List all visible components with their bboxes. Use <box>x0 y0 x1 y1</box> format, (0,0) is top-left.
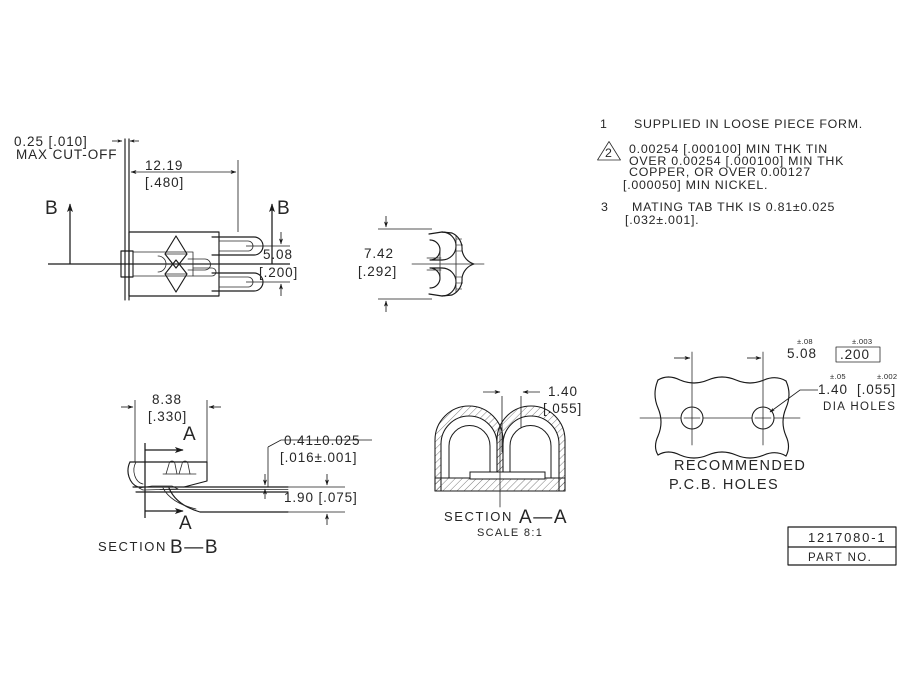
pcb-dia-mm: 1.40 <box>818 382 848 397</box>
pcb-dia-in: [.055] <box>857 382 896 397</box>
pcb-pitch-basic-dimension-box <box>835 346 881 363</box>
section-letter-b-left: B <box>45 198 59 219</box>
bb-blade-root-detail <box>138 485 179 491</box>
bb-thickness-leader <box>267 439 372 448</box>
width-dimension-mm: 5.08 <box>263 247 293 262</box>
pcb-title-line-1: RECOMMENDED <box>674 458 806 474</box>
bb-left-nose-inner <box>133 461 144 485</box>
aa-right-hump-section <box>496 405 566 492</box>
length-dimension-in: [.480] <box>145 175 184 190</box>
pcb-pitch-tolerance-in: ±.003 <box>852 337 872 346</box>
note-2-number: 2 <box>605 146 613 160</box>
top-view-spring-nose-upper <box>187 258 211 271</box>
note-3-line-2: [.032±.001]. <box>625 213 699 227</box>
part-number-value: 1217080-1 <box>808 530 886 545</box>
pcb-dia-tolerance-mm: ±.05 <box>830 372 846 381</box>
endview-height-mm: 7.42 <box>364 246 394 261</box>
pcb-holes-detail: ±.08 5.08 ±.003 .200 ±.05 1.40 ±.002 [.0… <box>639 337 897 493</box>
note-3-line-1: MATING TAB THK IS 0.81±0.025 <box>632 200 835 214</box>
pcb-title-line-2: P.C.B. HOLES <box>669 477 779 493</box>
bb-length-in: [.330] <box>148 409 187 424</box>
endview-upper-curl <box>428 231 457 261</box>
bb-length-mm: 8.38 <box>152 392 182 407</box>
section-aa-view: 1.40 [.055] SECTION A—A SCALE 8:1 <box>434 384 582 539</box>
note-2-line-2: OVER 0.00254 [.000100] MIN THK <box>629 154 844 168</box>
aa-right-cavity <box>509 425 552 479</box>
pcb-dia-label: DIA HOLES <box>823 401 896 413</box>
section-bb-title-prefix: SECTION <box>98 539 167 554</box>
note-2-line-1: 0.00254 [.000100] MIN THK TIN <box>629 142 828 156</box>
top-view: 0.25 [.010] MAX CUT-OFF 12.19 [.480] B B <box>14 134 298 301</box>
aa-left-cavity <box>448 425 491 479</box>
end-view: 7.42 [.292] <box>358 216 485 312</box>
aa-gap-mm: 1.40 <box>548 384 578 399</box>
note-1-line-1: SUPPLIED IN LOOSE PIECE FORM. <box>634 117 863 131</box>
pcb-break-edge-bottom <box>657 451 787 459</box>
section-aa-scale-label: SCALE 8:1 <box>477 527 543 539</box>
pcb-dia-tolerance-in: ±.002 <box>877 372 897 381</box>
section-letter-a-bottom: A <box>179 513 193 534</box>
pcb-pitch-in: .200 <box>840 347 870 362</box>
bb-left-nose-outer <box>127 461 139 488</box>
pcb-pitch-mm: 5.08 <box>787 346 817 361</box>
section-letter-a-top: A <box>183 424 197 445</box>
title-block-frame <box>787 526 897 566</box>
section-letter-b-right: B <box>277 198 291 219</box>
bb-lance-bump-right <box>178 460 191 475</box>
top-view-lance-upper <box>164 235 188 269</box>
width-dimension-in: [.200] <box>259 265 298 280</box>
pcb-break-edge-right <box>782 380 790 457</box>
part-number-label: PART NO. <box>808 552 872 564</box>
bb-thickness-in: [.016±.001] <box>280 450 357 465</box>
pcb-dia-leader <box>769 389 818 413</box>
pcb-break-edge-left <box>654 379 662 456</box>
endview-spine-ticks <box>456 238 463 290</box>
top-view-contact-beam-tip <box>157 255 167 273</box>
endview-lower-curl <box>428 267 457 297</box>
bb-lance-bump-left <box>165 460 178 475</box>
bb-right-shoulder <box>183 461 208 488</box>
bb-height-dimension: 1.90 [.075] <box>284 490 358 505</box>
pcb-break-edge-top <box>657 376 787 384</box>
title-block: 1217080-1 PART NO. <box>787 526 897 566</box>
aa-gap-in: [.055] <box>543 401 582 416</box>
note-3-number: 3 <box>601 200 609 214</box>
note-1-number: 1 <box>600 117 608 131</box>
pcb-pitch-tolerance-mm: ±.08 <box>797 337 813 346</box>
top-view-spring-nose-lower <box>192 267 217 277</box>
section-bb-title-letters: B—B <box>170 537 219 558</box>
note-2-line-4: [.000050] MIN NICKEL. <box>623 178 768 192</box>
notes-block: 1 SUPPLIED IN LOOSE PIECE FORM. 2 0.0025… <box>597 117 863 227</box>
endview-height-in: [.292] <box>358 264 397 279</box>
cutoff-label-text: MAX CUT-OFF <box>16 147 117 162</box>
aa-contact-blade <box>469 471 546 480</box>
section-bb-view: 8.38 [.330] A A 0.41±0.025 [.016±.001] <box>98 392 372 558</box>
cutoff-dimension-text: 0.25 [.010] <box>14 134 88 149</box>
section-aa-title-prefix: SECTION <box>444 509 513 524</box>
bb-thickness-mm: 0.41±0.025 <box>284 433 360 448</box>
section-aa-title-letters: A—A <box>519 507 568 528</box>
note-2-flag-triangle-icon <box>597 141 621 161</box>
top-view-lance-lower <box>164 259 188 293</box>
bb-spring-finger-inner <box>162 487 197 510</box>
length-dimension-mm: 12.19 <box>145 158 183 173</box>
note-2-line-3: COPPER, OR OVER 0.00127 <box>629 165 811 179</box>
bb-spring-finger-outer <box>168 487 289 513</box>
